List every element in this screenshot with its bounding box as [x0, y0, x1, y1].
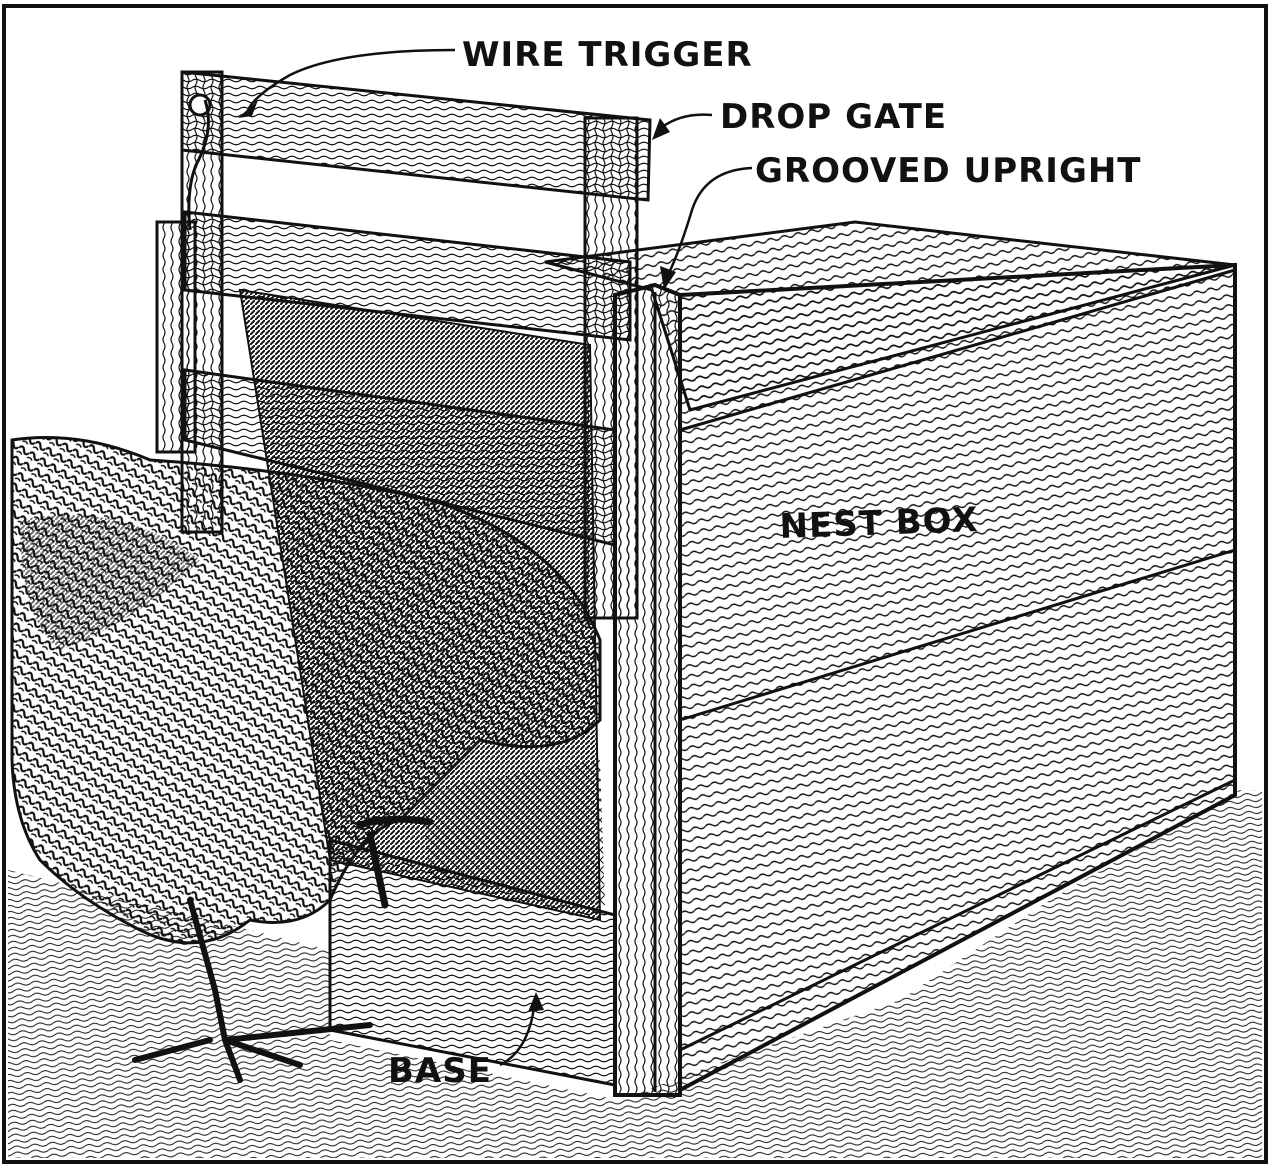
straw: [420, 760, 605, 905]
base-arrowhead: [528, 992, 544, 1012]
wire-trigger: [187, 99, 210, 231]
drop-gate-top-bar: [180, 70, 652, 202]
wire-trigger-leader: [246, 48, 456, 111]
hen-leg: [132, 897, 373, 1083]
grooved-upright-leader: [666, 166, 753, 276]
hen: [10, 436, 602, 1083]
drop-gate-arrowhead: [652, 118, 670, 140]
label-base: BASE: [388, 1051, 492, 1091]
side-board-seam-2: [679, 548, 1236, 722]
side-board-seam-3: [679, 778, 1236, 1052]
grooved-upright-arrowhead: [660, 266, 676, 290]
label-drop-gate: DROP GATE: [720, 97, 947, 137]
hen-foot-lifted: [356, 815, 434, 909]
label-grooved-upright: GROOVED UPRIGHT: [755, 151, 1142, 191]
label-nest-box: NEST BOX: [779, 500, 979, 547]
wire-trigger-arrowhead: [238, 100, 258, 118]
label-wire-trigger: WIRE TRIGGER: [462, 35, 753, 75]
side-board-seam-1: [679, 268, 1236, 432]
grooved-upright: [613, 282, 682, 1097]
hen-tail-shadow: [20, 515, 200, 650]
front-upright-left: [155, 220, 197, 454]
ground: [8, 790, 1262, 1158]
